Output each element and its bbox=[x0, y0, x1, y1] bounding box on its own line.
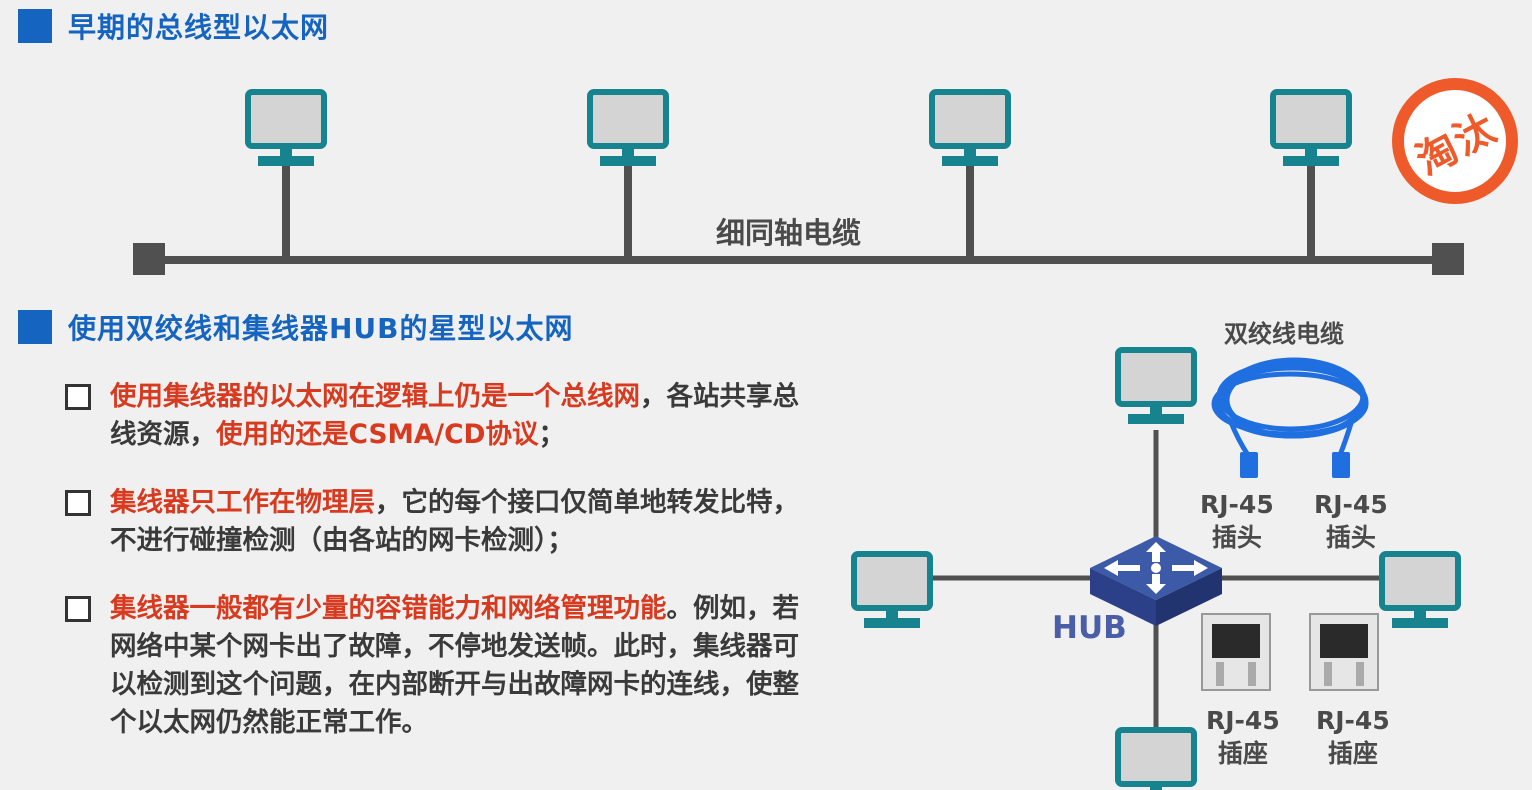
checkbox-icon bbox=[65, 490, 91, 516]
twisted-pair-cable-icon bbox=[1211, 357, 1369, 457]
plug-label-right: RJ-45 插头 bbox=[1314, 488, 1388, 554]
section-heading-bus: 早期的总线型以太网 bbox=[18, 6, 329, 46]
socket-label-right: RJ-45 插座 bbox=[1316, 704, 1390, 770]
bullet-highlight: 集线器只工作在物理层 bbox=[110, 487, 375, 518]
bus-line bbox=[140, 256, 1460, 264]
computer-icon bbox=[245, 89, 327, 258]
computer-icon bbox=[587, 89, 669, 258]
hub-label: HUB bbox=[1052, 610, 1127, 646]
bullet-text: ，它的每个接口仅简单地转发比特，不进行碰撞检测（由各站的网卡检测）； bbox=[110, 487, 799, 556]
bus-diagram bbox=[133, 89, 1464, 275]
section-heading-star: 使用双绞线和集线器HUB的星型以太网 bbox=[18, 307, 574, 347]
plug-label-line2: 插头 bbox=[1211, 523, 1262, 552]
stamp-text: 淘汰 bbox=[1408, 104, 1505, 185]
bullet-text: ，各站共享总线资源， bbox=[110, 381, 799, 450]
rj45-plug-icon bbox=[1240, 452, 1350, 478]
bullet-text: ； bbox=[538, 419, 566, 450]
computer-icon bbox=[1115, 347, 1197, 424]
plug-label-line1: RJ-45 bbox=[1200, 490, 1274, 519]
cable-title: 双绞线电缆 bbox=[1224, 320, 1344, 348]
computer-icon bbox=[1270, 89, 1352, 258]
computer-icon bbox=[851, 551, 933, 628]
bullet-highlight: 使用的还是CSMA/CD协议 bbox=[216, 419, 539, 450]
computer-icon bbox=[1115, 727, 1197, 790]
socket-label-line1: RJ-45 bbox=[1206, 706, 1280, 735]
section-title-bus: 早期的总线型以太网 bbox=[68, 11, 330, 44]
heading-square-icon bbox=[18, 310, 52, 344]
plug-label-line2: 插头 bbox=[1325, 523, 1376, 552]
bullet-item: 集线器只工作在物理层，它的每个接口仅简单地转发比特，不进行碰撞检测（由各站的网卡… bbox=[62, 484, 802, 560]
bullet-text: 。例如，若网络中某个网卡出了故障，不停地发送帧。此时，集线器可以检测到这个问题，… bbox=[110, 593, 799, 738]
heading-square-icon bbox=[18, 9, 52, 43]
bullet-highlight: 使用集线器的以太网在逻辑上仍是一个总线网 bbox=[110, 381, 640, 412]
bullet-highlight: 集线器一般都有少量的容错能力和网络管理功能 bbox=[110, 593, 667, 624]
socket-label-line2: 插座 bbox=[1327, 739, 1378, 768]
coax-cable-label: 细同轴电缆 bbox=[716, 216, 862, 250]
obsolete-stamp: 淘汰 bbox=[1392, 78, 1518, 204]
computer-icon bbox=[929, 89, 1011, 258]
bus-terminator-right bbox=[1432, 243, 1464, 275]
bus-terminator-left bbox=[133, 243, 165, 275]
plug-label-line1: RJ-45 bbox=[1314, 490, 1388, 519]
rj45-socket-icon bbox=[1201, 613, 1379, 691]
socket-label-line2: 插座 bbox=[1217, 739, 1268, 768]
section-title-star: 使用双绞线和集线器HUB的星型以太网 bbox=[68, 312, 574, 345]
checkbox-icon bbox=[65, 596, 91, 622]
plug-label-left: RJ-45 插头 bbox=[1200, 488, 1274, 554]
checkbox-icon bbox=[65, 384, 91, 410]
computer-icon bbox=[1379, 551, 1461, 628]
socket-label-left: RJ-45 插座 bbox=[1206, 704, 1280, 770]
socket-label-line1: RJ-45 bbox=[1316, 706, 1390, 735]
bullet-list: 使用集线器的以太网在逻辑上仍是一个总线网，各站共享总线资源，使用的还是CSMA/… bbox=[62, 378, 802, 772]
bullet-item: 使用集线器的以太网在逻辑上仍是一个总线网，各站共享总线资源，使用的还是CSMA/… bbox=[62, 378, 802, 454]
bullet-item: 集线器一般都有少量的容错能力和网络管理功能。例如，若网络中某个网卡出了故障，不停… bbox=[62, 590, 802, 742]
